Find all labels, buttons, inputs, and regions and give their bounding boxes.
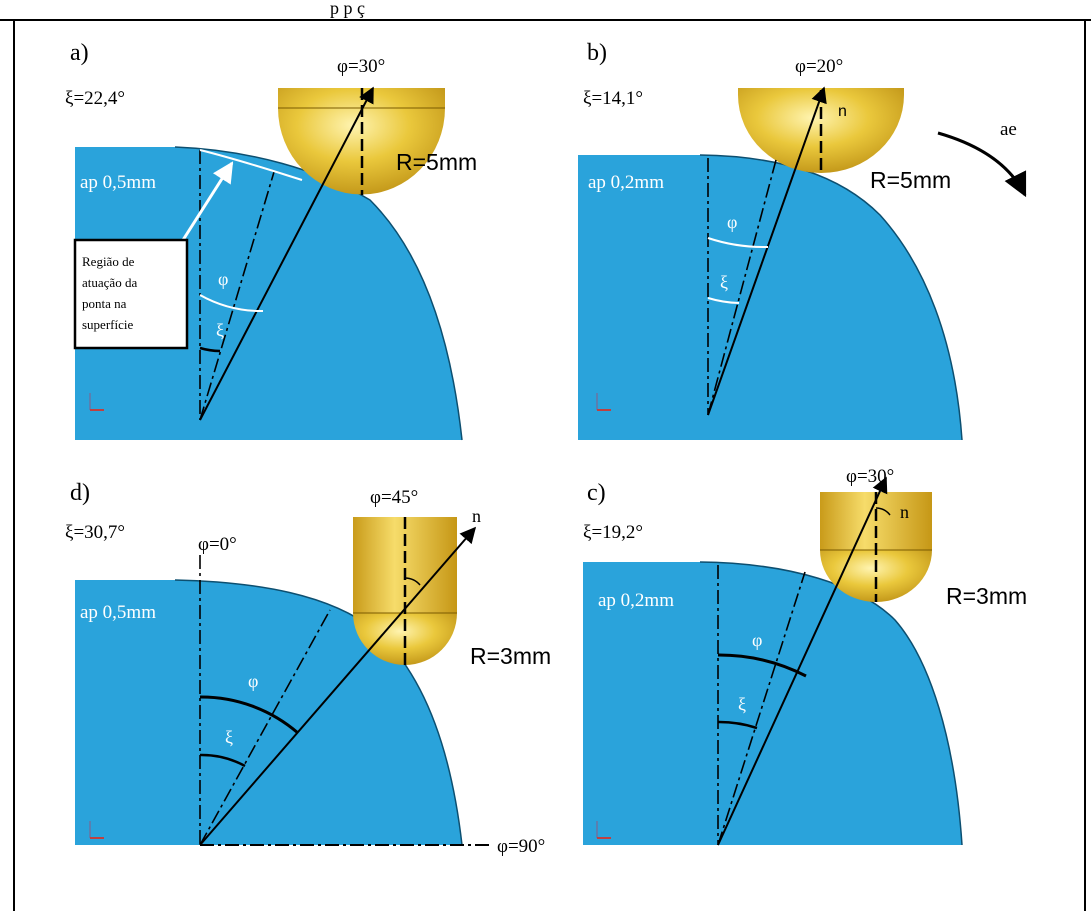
panel-a: φ ξ Região de atuação da ponta na superf… (65, 40, 477, 441)
header-caption: p p ç (330, 0, 365, 18)
normal-arrow-d (199, 526, 477, 846)
radius-label-a: R=5mm (396, 149, 477, 175)
feed-arrow-b (937, 131, 1027, 198)
xi-line-c (717, 571, 806, 846)
xi-arc-d (199, 753, 246, 768)
xi-line-a (199, 171, 275, 421)
panel-letter-a: a) (70, 40, 89, 66)
xi-arc-b (707, 297, 740, 304)
radius-label-d: R=3mm (470, 643, 551, 669)
panel-letter-c: c) (587, 480, 606, 506)
radius-label-c: R=3mm (946, 583, 1027, 609)
callout-line-2: atuação da (82, 275, 137, 290)
phi-arc-a (199, 294, 264, 313)
xi-value-c: ξ=19,2° (583, 522, 643, 543)
callout-line-4: superfície (82, 317, 133, 332)
xi-label-c: ξ (738, 694, 746, 714)
xi-line-b (707, 159, 777, 416)
radius-label-b: R=5mm (870, 167, 951, 193)
xi-value-b: ξ=14,1° (583, 88, 643, 109)
tool-angle-arc-d (404, 577, 421, 586)
xi-label-d: ξ (225, 727, 233, 747)
workpiece-outline-c (699, 561, 963, 846)
xi-label-a: ξ (216, 320, 224, 340)
phi-top-a: φ=30° (337, 56, 385, 77)
phi-arc-d (199, 695, 299, 735)
normal-arrow-b (707, 86, 827, 416)
axis-triad-icon (596, 393, 611, 411)
normal-label-b: n (838, 103, 847, 120)
ap-label-d: ap 0,5mm (80, 602, 156, 623)
callout-line-3: ponta na (82, 296, 127, 311)
ap-label-c: ap 0,2mm (598, 590, 674, 611)
phi-top-b: φ=20° (795, 56, 843, 77)
workpiece-c (583, 562, 962, 845)
xi-value-a: ξ=22,4° (65, 88, 125, 109)
normal-label-d: n (472, 506, 481, 526)
phi-top-d: φ=45° (370, 487, 418, 508)
normal-arrow-a (199, 86, 374, 421)
ap-label-b: ap 0,2mm (588, 172, 664, 193)
tool-angle-arc-c (875, 507, 891, 516)
phi-arc-b (707, 237, 769, 249)
xi-label-b: ξ (720, 272, 728, 292)
axis-triad-icon (89, 821, 104, 839)
panel-letter-d: d) (70, 480, 90, 506)
workpiece-b (578, 155, 962, 440)
phi-label-d: φ (248, 671, 258, 691)
xi-arc-c (717, 720, 758, 730)
callout-arrow-a (181, 161, 234, 241)
phi-ninety-d: φ=90° (497, 836, 545, 857)
feed-label-b: ae (1000, 119, 1017, 140)
ap-label-a: ap 0,5mm (80, 172, 156, 193)
phi-label-a: φ (218, 269, 228, 289)
workpiece-outline-a (174, 146, 463, 441)
panel-d: φ ξ n d) ξ=30,7° φ=0° φ=45° φ=90° ap 0,5… (65, 480, 551, 857)
phi-zero-d: φ=0° (198, 534, 237, 555)
normal-label-c: n (900, 502, 909, 522)
xi-value-d: ξ=30,7° (65, 522, 125, 543)
workpiece-a (75, 147, 462, 440)
shank-tool-d (353, 517, 457, 613)
callout-box-a (73, 238, 189, 350)
panel-b: φ ξ ae n b) ξ=14,1° φ=20° ap 0,2mm R=5mm (578, 40, 1027, 441)
phi-arc-c (717, 653, 807, 678)
phi-label-b: φ (727, 212, 737, 232)
normal-arrow-c (717, 476, 888, 846)
contact-region-a (199, 149, 303, 181)
panel-c: φ ξ n c) ξ=19,2° φ=30° ap 0,2mm R=3mm (583, 466, 1027, 846)
phi-top-c: φ=30° (846, 466, 894, 487)
workpiece-outline-b (699, 154, 963, 441)
axis-triad-icon (596, 821, 611, 839)
axis-triad-icon (89, 393, 104, 411)
callout-line-1: Região de (82, 254, 135, 269)
panel-letter-b: b) (587, 40, 607, 66)
xi-arc-a (199, 346, 221, 353)
xi-line-d (199, 609, 331, 846)
phi-label-c: φ (752, 630, 762, 650)
